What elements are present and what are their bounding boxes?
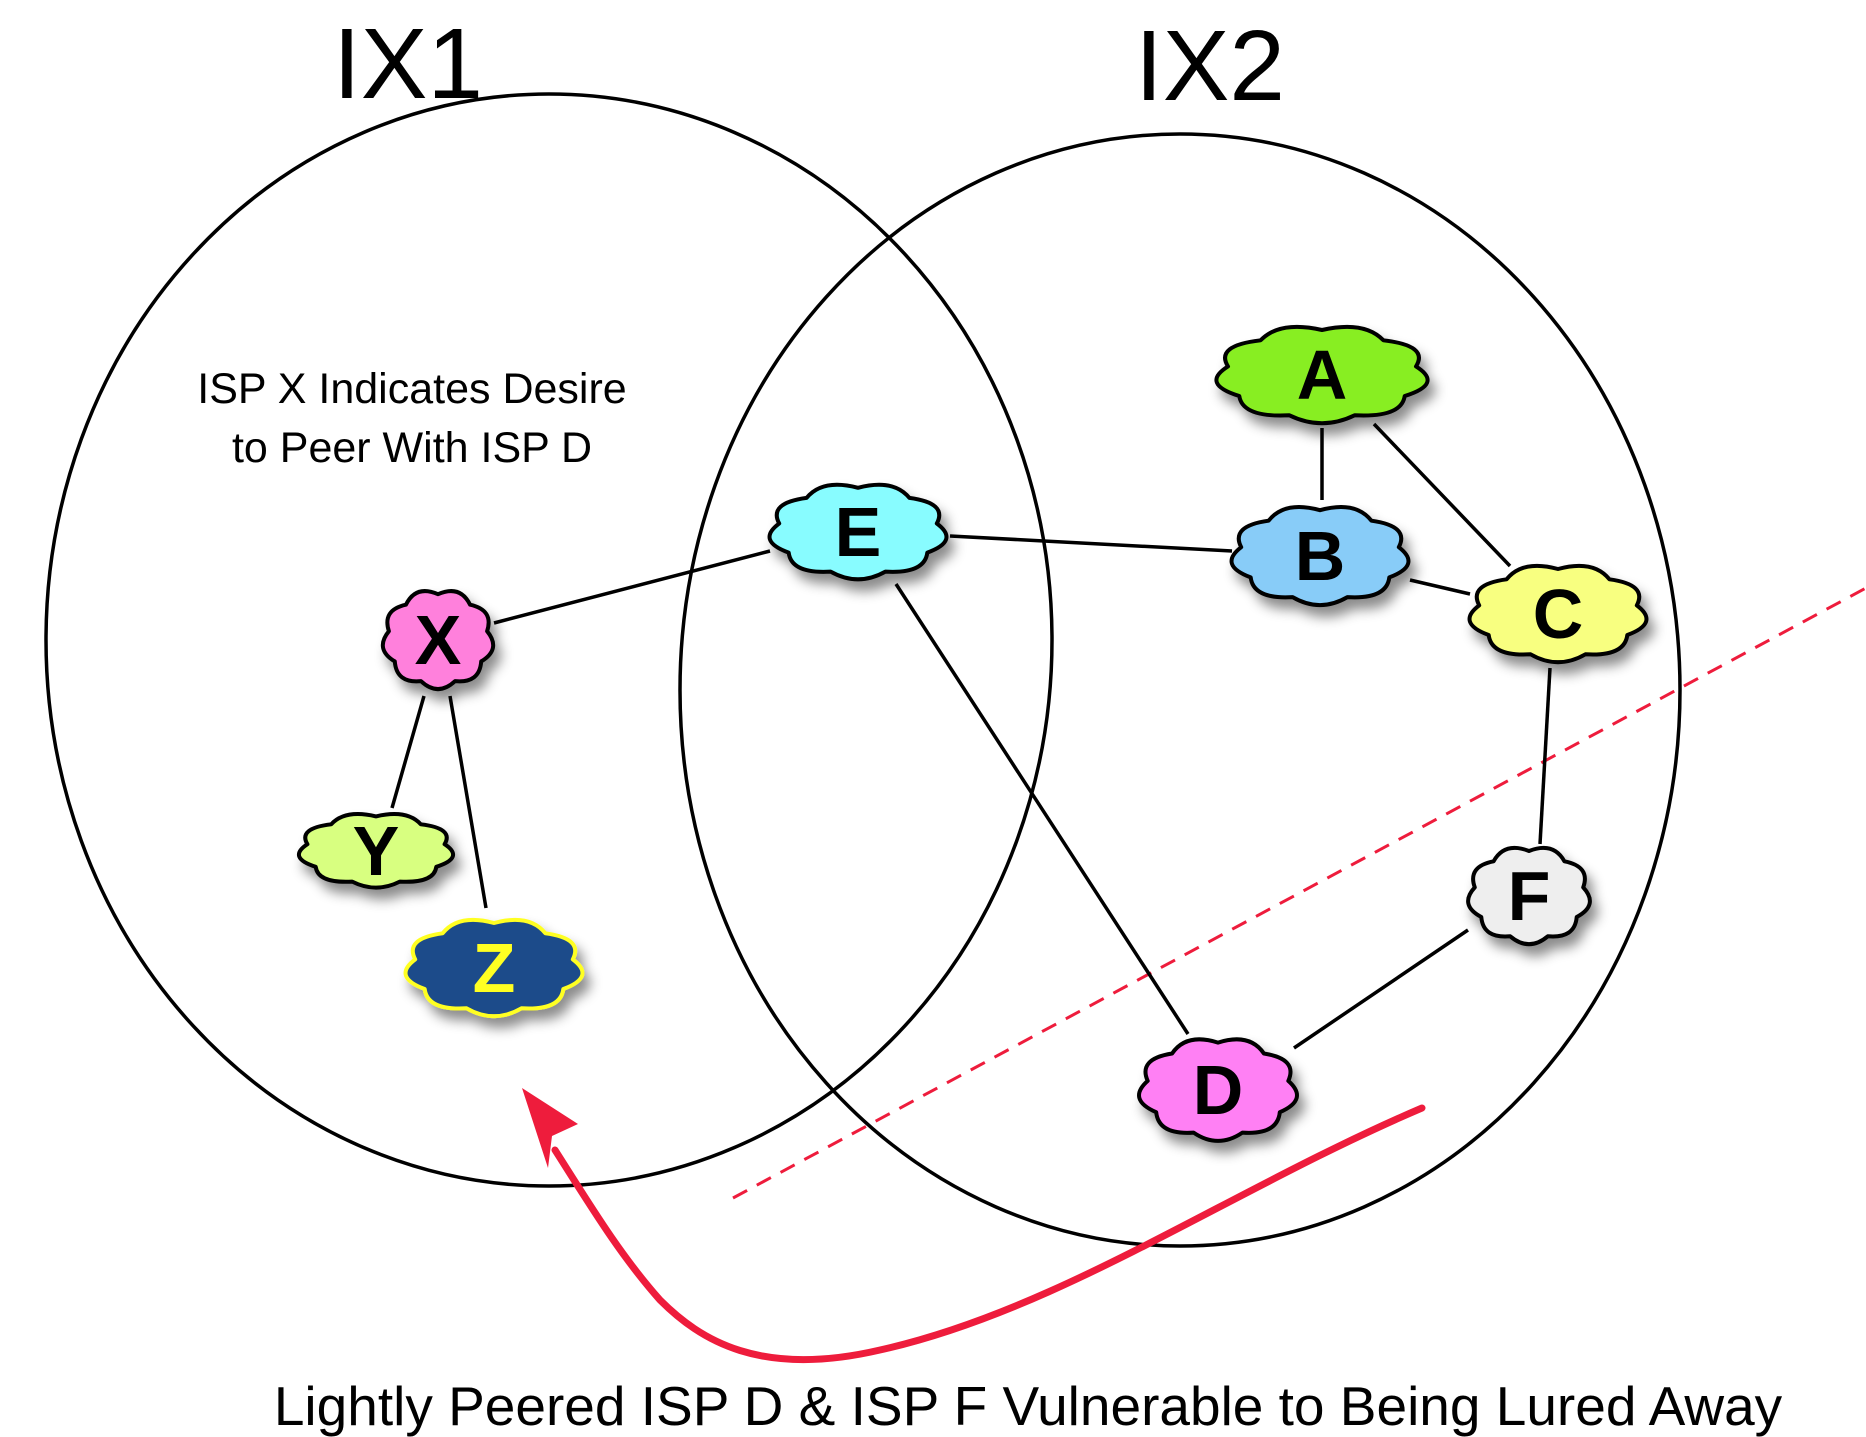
ix1-title: IX1 <box>333 8 483 120</box>
caption: Lightly Peered ISP D & ISP F Vulnerable … <box>274 1375 1783 1437</box>
isp-label-y: Y <box>353 812 400 890</box>
isp-label-a: A <box>1297 336 1348 414</box>
peering-links <box>390 422 1552 1050</box>
cloud-shape-y <box>297 812 455 890</box>
cloud-shape-x <box>380 589 496 692</box>
link-x-z <box>448 695 488 909</box>
isp-label-e: E <box>835 493 882 571</box>
isp-label-d: D <box>1193 1051 1244 1129</box>
vulnerability-divider <box>732 586 1866 1200</box>
isp-node-z: Z <box>403 917 585 1019</box>
cloud-shape-c <box>1467 563 1649 665</box>
link-a-c <box>1372 422 1512 568</box>
isp-label-x: X <box>415 601 462 679</box>
ix2-title: IX2 <box>1135 10 1285 122</box>
isp-label-b: B <box>1295 517 1346 595</box>
isp-node-x: X <box>380 589 496 692</box>
isp-node-f: F <box>1466 845 1592 947</box>
isp-label-f: F <box>1508 857 1551 935</box>
isp-node-c: C <box>1467 563 1649 665</box>
link-e-d <box>894 583 1190 1035</box>
link-b-c <box>1409 578 1471 596</box>
isp-label-c: C <box>1533 575 1584 653</box>
link-c-f <box>1538 667 1552 845</box>
ix1-circle <box>44 92 1054 1188</box>
cloud-shape-d <box>1137 1037 1299 1143</box>
link-f-d <box>1293 928 1469 1050</box>
isp-node-d: D <box>1137 1037 1299 1143</box>
isp-nodes: A B C D E F X YZ <box>297 324 1649 1143</box>
note-line-2: to Peer With ISP D <box>232 424 592 472</box>
isp-label-z: Z <box>473 929 516 1007</box>
lure-arrow <box>551 1104 1426 1364</box>
cloud-shape-z <box>403 917 585 1019</box>
link-x-y <box>390 695 426 809</box>
cloud-shape-a <box>1214 324 1430 426</box>
isp-node-a: A <box>1214 324 1430 426</box>
isp-node-e: E <box>767 482 949 582</box>
isp-node-b: B <box>1229 505 1411 608</box>
cloud-shape-e <box>767 482 949 582</box>
ix2-circle <box>678 132 1682 1248</box>
isp-node-y: Y <box>297 812 455 890</box>
note-line-1: ISP X Indicates Desire <box>197 365 626 413</box>
link-e-b <box>949 534 1233 553</box>
cloud-shape-f <box>1466 845 1592 947</box>
cloud-shape-b <box>1229 505 1411 608</box>
lure-arrowhead <box>522 1088 578 1168</box>
link-x-e <box>493 549 771 625</box>
